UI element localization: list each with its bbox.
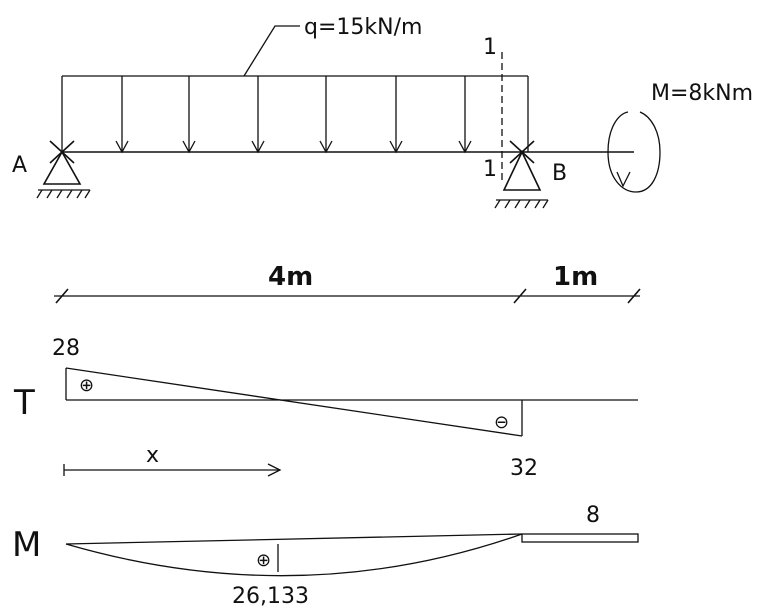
x-axis-arrowhead [267, 463, 282, 477]
moment-arc [607, 111, 661, 193]
moment-symbol: M [12, 525, 41, 565]
shear-left-value: 28 [52, 336, 80, 361]
support-a-triangle [42, 150, 82, 185]
support-a: A [12, 140, 91, 199]
moment-baseline [65, 533, 523, 545]
moment-diagram: M ⊕ 26,133 8 [12, 503, 639, 609]
x-axis-label: x [146, 443, 159, 468]
shear-right-value: 32 [510, 456, 538, 481]
section-top-label: 1 [483, 35, 497, 60]
dimension-tick-end [627, 288, 641, 304]
moment-end-value: 8 [586, 503, 600, 528]
support-a-hatch [36, 189, 91, 199]
support-b-triangle [502, 150, 542, 191]
load-leader-line [243, 25, 300, 77]
load-label: q=15kN/m [304, 15, 422, 40]
support-b-hatch [494, 199, 549, 209]
shear-negative-sign: ⊖ [494, 412, 509, 433]
dimension-overhang: 1m [553, 262, 598, 292]
support-b-label: B [552, 161, 567, 186]
moment-label: M=8kNm [651, 81, 753, 106]
dimension-line: 4m 1m [54, 262, 641, 304]
moment-max-value: 26,133 [232, 584, 309, 609]
moment-arrowhead [616, 171, 631, 188]
distributed-load: q=15kN/m [61, 15, 529, 154]
load-arrows [61, 76, 529, 154]
shear-symbol: T [13, 383, 35, 423]
shear-positive-sign: ⊕ [79, 375, 94, 396]
support-a-label: A [12, 153, 27, 178]
applied-moment: M=8kNm [607, 81, 753, 193]
support-b: B [494, 140, 567, 209]
moment-positive-sign: ⊕ [256, 550, 271, 571]
section-cut: 1 1 [483, 35, 503, 182]
shear-line [65, 367, 523, 437]
moment-overhang-band [521, 533, 639, 543]
shear-diagram: T 28 32 ⊕ ⊖ x [13, 336, 638, 481]
dimension-span-ab: 4m [268, 262, 313, 292]
dimension-tick-b [513, 288, 527, 304]
section-bottom-label: 1 [483, 157, 497, 182]
moment-curve [65, 533, 523, 577]
dimension-tick-a [55, 288, 69, 304]
